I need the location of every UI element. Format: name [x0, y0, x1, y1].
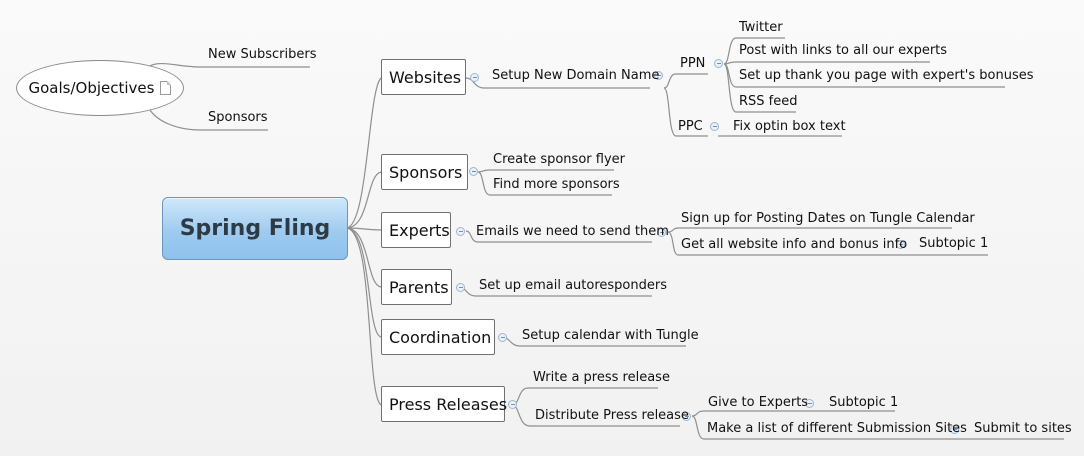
goals-child-sponsors[interactable]: Sponsors: [208, 110, 268, 125]
subtopic-thank-you-page[interactable]: Set up thank you page with expert's bonu…: [739, 68, 1034, 83]
subtopic-emails[interactable]: Emails we need to send them: [476, 224, 669, 239]
collapse-press-releases-button[interactable]: [508, 400, 517, 409]
subtopic-rss-feed[interactable]: RSS feed: [739, 94, 798, 109]
subtopic-posting-dates[interactable]: Sign up for Posting Dates on Tungle Cale…: [681, 211, 975, 226]
topic-sponsors[interactable]: Sponsors: [381, 154, 468, 190]
collapse-ppc-button[interactable]: [710, 122, 719, 131]
topic-experts[interactable]: Experts: [381, 212, 451, 248]
subtopic-fix-optin[interactable]: Fix optin box text: [733, 119, 846, 134]
collapse-ppn-button[interactable]: [714, 59, 723, 68]
collapse-setup-domain-button[interactable]: [654, 71, 663, 80]
subtopic-find-sponsors[interactable]: Find more sponsors: [493, 177, 620, 192]
topic-parents-label: Parents: [389, 277, 449, 297]
subtopic-ppn[interactable]: PPN: [680, 56, 706, 71]
subtopic-setup-domain[interactable]: Setup New Domain Name: [492, 68, 660, 83]
subtopic-ppc[interactable]: PPC: [678, 119, 703, 134]
collapse-websites-button[interactable]: [470, 73, 479, 82]
subtopic-website-info[interactable]: Get all website info and bonus info: [681, 237, 908, 252]
goals-label: Goals/Objectives: [28, 79, 155, 97]
subtopic-post-links[interactable]: Post with links to all our experts: [739, 43, 948, 58]
collapse-give-experts-button[interactable]: [805, 399, 814, 408]
topic-websites[interactable]: Websites: [381, 59, 466, 95]
topic-press-releases-label: Press Releases: [389, 394, 508, 414]
note-icon[interactable]: [160, 81, 172, 95]
topic-websites-label: Websites: [389, 67, 462, 87]
subtopic-submit-to-sites[interactable]: Submit to sites: [974, 421, 1072, 436]
subtopic-submission-sites[interactable]: Make a list of different Submission Site…: [707, 421, 967, 436]
central-topic[interactable]: Spring Fling: [162, 197, 348, 260]
floating-topic-goals[interactable]: Goals/Objectives: [16, 60, 184, 116]
collapse-sponsors-button[interactable]: [469, 167, 478, 176]
subtopic-create-flyer[interactable]: Create sponsor flyer: [493, 152, 625, 167]
collapse-website-info-button[interactable]: [896, 240, 905, 249]
collapse-emails-button[interactable]: [657, 228, 666, 237]
subtopic-experts-subtopic-1[interactable]: Subtopic 1: [919, 236, 989, 251]
topic-experts-label: Experts: [389, 220, 450, 240]
topic-press-releases[interactable]: Press Releases: [381, 386, 508, 422]
subtopic-tungle-calendar[interactable]: Setup calendar with Tungle: [522, 328, 699, 343]
topic-sponsors-label: Sponsors: [389, 162, 463, 182]
subtopic-give-experts[interactable]: Give to Experts: [708, 395, 809, 410]
collapse-distribute-button[interactable]: [682, 412, 691, 421]
collapse-parents-button[interactable]: [456, 283, 465, 292]
collapse-submission-list-button[interactable]: [950, 425, 959, 434]
subtopic-write-press-release[interactable]: Write a press release: [533, 370, 670, 385]
collapse-experts-button[interactable]: [456, 227, 465, 236]
topic-coordination-label: Coordination: [389, 327, 492, 347]
topic-coordination[interactable]: Coordination: [381, 319, 495, 355]
goals-child-new-subscribers[interactable]: New Subscribers: [208, 47, 317, 62]
topic-parents[interactable]: Parents: [381, 269, 452, 305]
subtopic-twitter[interactable]: Twitter: [739, 20, 783, 35]
subtopic-autoresponders[interactable]: Set up email autoresponders: [479, 278, 667, 293]
collapse-coordination-button[interactable]: [498, 333, 507, 342]
subtopic-press-subtopic-1[interactable]: Subtopic 1: [829, 395, 899, 410]
central-topic-label: Spring Fling: [179, 216, 331, 241]
subtopic-distribute-press-release[interactable]: Distribute Press release: [535, 408, 689, 423]
